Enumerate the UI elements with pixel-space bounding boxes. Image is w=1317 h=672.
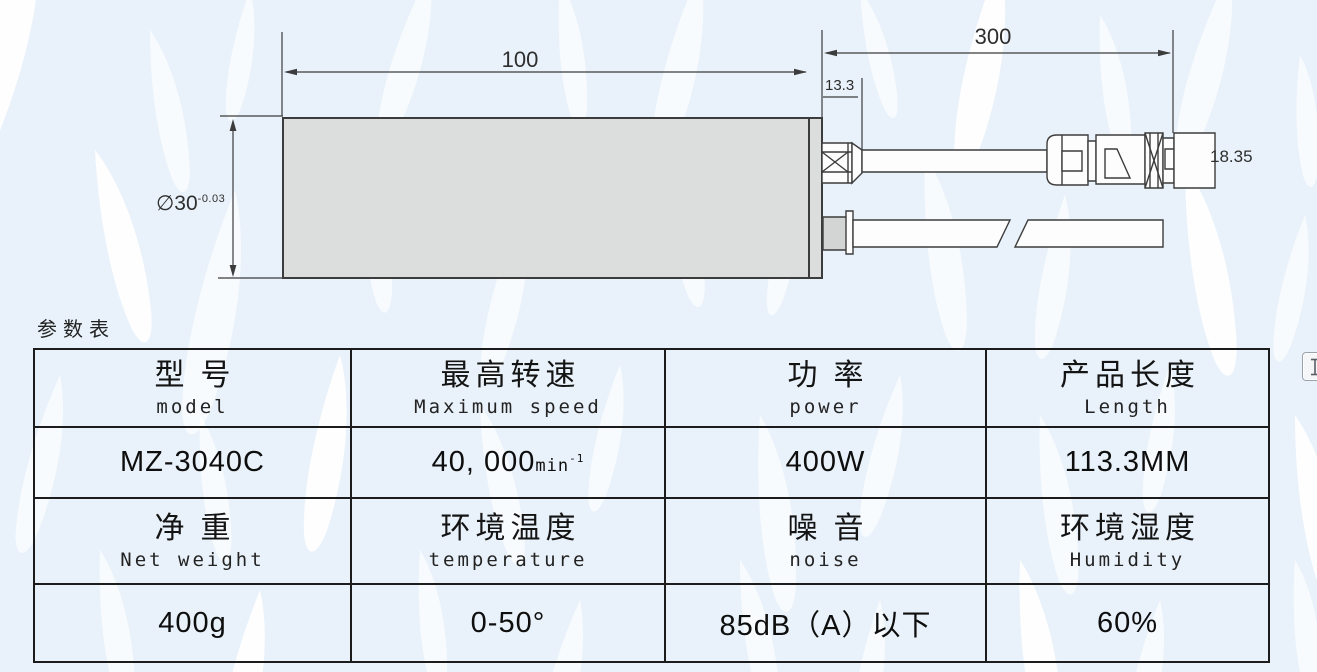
dim-connector-diameter-label: 18.35 xyxy=(1210,147,1253,166)
dim-collet-length-label: 13.3 xyxy=(825,77,855,94)
temperature-header-en: temperature xyxy=(428,548,588,571)
model-header-en: model xyxy=(156,395,229,418)
humidity-header-en: Humidity xyxy=(1069,548,1186,571)
model-header-cell: 型号 model xyxy=(33,348,352,428)
tube-segment-2 xyxy=(1015,220,1163,247)
cable-connector xyxy=(1047,133,1215,188)
humidity-header-cell: 环境湿度 Humidity xyxy=(985,497,1270,585)
model-value-cell: MZ-3040C xyxy=(33,426,352,499)
header-row-1: 型号 model 最高转速 Maximum speed 功率 power 产品长… xyxy=(33,348,1270,428)
shaft-flange xyxy=(846,211,853,254)
temperature-header-cn: 环境温度 xyxy=(440,511,581,545)
dim-cable-length-label: 300 xyxy=(974,24,1012,49)
net-weight-header-cell: 净重 Net weight xyxy=(33,497,352,585)
side-tool-button[interactable] xyxy=(1302,352,1317,381)
power-value: 400W xyxy=(785,446,866,478)
net-weight-value: 400g xyxy=(158,606,227,639)
max-speed-value-cell: 40, 000min-1 xyxy=(350,426,666,499)
noise-header-en: noise xyxy=(789,548,862,571)
net-weight-header-en: Net weight xyxy=(120,548,265,571)
power-value-cell: 400W xyxy=(664,426,987,499)
max-speed-header-en: Maximum speed xyxy=(414,395,602,418)
power-header-cell: 功率 power xyxy=(664,348,987,428)
temperature-header-cell: 环境温度 temperature xyxy=(350,497,666,585)
net-weight-value-cell: 400g xyxy=(33,583,352,663)
dim-body-length-label: 100 xyxy=(501,47,539,72)
noise-header-cell: 噪音 noise xyxy=(664,497,987,585)
length-header-en: Length xyxy=(1084,395,1171,418)
noise-value: 85dB（A）以下 xyxy=(719,610,932,642)
technical-drawing-linework xyxy=(0,0,1317,310)
power-header-cn: 功率 xyxy=(787,358,880,392)
humidity-value: 60% xyxy=(1096,606,1159,639)
header-row-2: 净重 Net weight 环境温度 temperature 噪音 noise … xyxy=(33,497,1270,585)
max-speed-header-cn: 最高转速 xyxy=(440,358,581,392)
diameter-value: ∅30 xyxy=(156,192,198,215)
max-speed-unit: min xyxy=(535,456,570,476)
length-value: 113.3MM xyxy=(1064,446,1191,478)
table-title: 参数表 xyxy=(37,319,115,341)
collet-nut xyxy=(822,143,862,183)
humidity-value-cell: 60% xyxy=(985,583,1270,663)
noise-value-cell: 85dB（A）以下 xyxy=(664,583,987,663)
temperature-value-cell: 0-50° xyxy=(350,583,666,663)
connector-end-sleeve xyxy=(1174,133,1215,188)
connector-neck xyxy=(1088,141,1096,181)
humidity-header-cn: 环境湿度 xyxy=(1060,511,1200,545)
max-speed-unit-exponent: -1 xyxy=(569,452,585,465)
max-speed-value: 40, 000 xyxy=(431,446,536,478)
dimension-lines xyxy=(218,30,1203,278)
model-value: MZ-3040C xyxy=(120,446,265,478)
motor-body xyxy=(283,118,809,278)
length-header-cell: 产品长度 Length xyxy=(985,348,1270,428)
temperature-value: 0-50° xyxy=(470,606,546,639)
shaft-hub xyxy=(823,217,847,250)
noise-header-cn: 噪音 xyxy=(787,511,880,545)
connector-cone-mark xyxy=(1105,149,1130,178)
connector-knurl-ring xyxy=(1145,133,1163,188)
length-header-cn: 产品长度 xyxy=(1060,358,1200,392)
max-speed-header-cell: 最高转速 Maximum speed xyxy=(350,348,666,428)
dim-body-diameter-label: ∅30-0.03 xyxy=(156,191,225,216)
tube-segment-1 xyxy=(853,220,1010,247)
diameter-tolerance: -0.03 xyxy=(197,193,226,205)
net-weight-header-cn: 净重 xyxy=(154,511,247,545)
value-row-2: 400g 0-50° 85dB（A）以下 60% xyxy=(33,583,1270,663)
motor-end-cap xyxy=(809,118,822,278)
technical-drawing: 100 300 13.3 18.35 ∅30-0.03 xyxy=(0,0,1317,310)
model-header-cn: 型号 xyxy=(154,358,247,392)
parameter-table: 型号 model 最高转速 Maximum speed 功率 power 产品长… xyxy=(33,348,1270,663)
value-row-1: MZ-3040C 40, 000min-1 400W 113.3MM xyxy=(33,426,1270,499)
text-cursor-icon xyxy=(1311,358,1317,375)
power-cable xyxy=(862,150,1047,172)
power-header-en: power xyxy=(789,395,862,418)
motor-shaft-tube xyxy=(823,211,1163,254)
length-value-cell: 113.3MM xyxy=(985,426,1270,499)
